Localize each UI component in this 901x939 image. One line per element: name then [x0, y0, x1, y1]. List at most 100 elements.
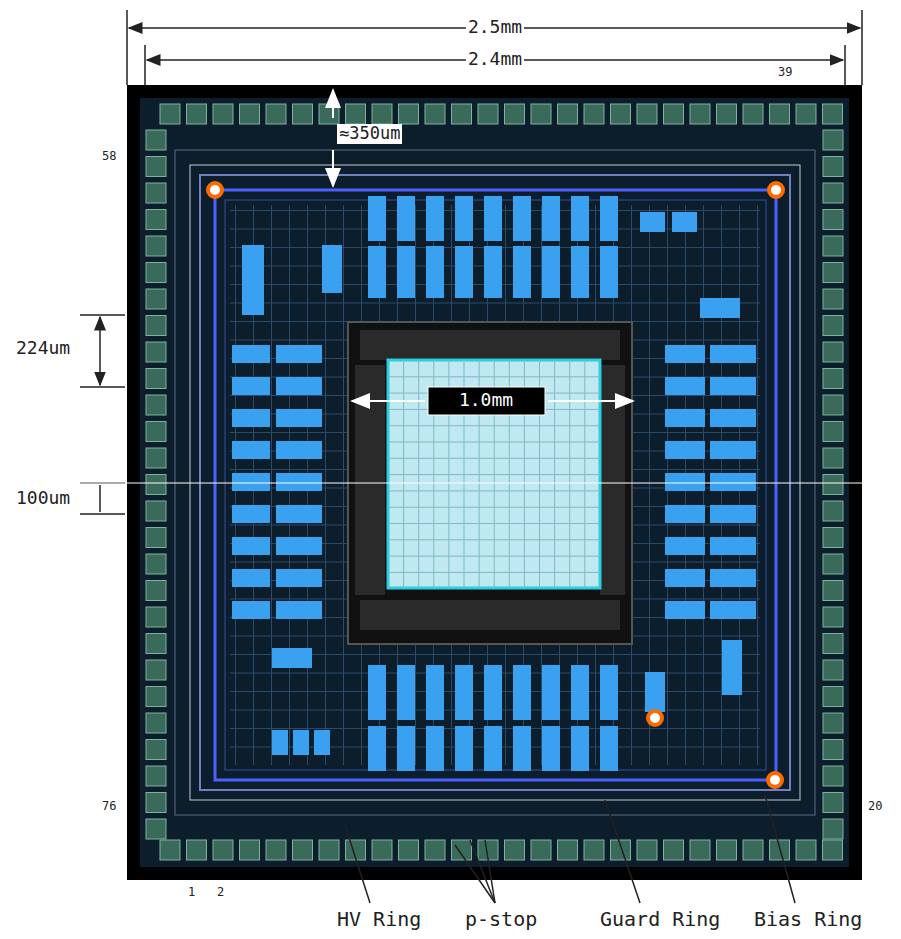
layout-shape	[232, 377, 270, 395]
layout-shape	[710, 473, 756, 491]
layout-shape	[571, 196, 589, 241]
layout-shape	[637, 104, 657, 124]
layout-shape	[513, 665, 531, 720]
layout-shape	[743, 840, 763, 860]
layout-shape	[770, 104, 790, 124]
layout-shape	[399, 104, 419, 124]
layout-shape	[665, 569, 705, 587]
layout-shape	[232, 441, 270, 459]
dimension-label: p-stop	[463, 908, 539, 931]
layout-shape	[823, 528, 843, 548]
layout-shape	[665, 505, 705, 523]
layout-shape	[637, 840, 657, 860]
layout-shape	[823, 289, 843, 309]
dimension-label: 100um	[14, 488, 72, 509]
layout-shape	[672, 212, 697, 232]
layout-shape	[542, 196, 560, 241]
layout-shape	[823, 316, 843, 336]
layout-shape	[230, 303, 760, 304]
layout-shape	[823, 819, 843, 839]
dimension-label: 2	[217, 886, 224, 900]
layout-shape	[823, 210, 843, 230]
dimension-label: 20	[868, 800, 882, 814]
layout-shape	[146, 713, 166, 733]
white-arrows	[0, 90, 901, 483]
dimension-label: 39	[778, 66, 792, 80]
layout-shape	[452, 104, 472, 124]
layout-shape	[225, 200, 766, 770]
layout-shape	[455, 196, 473, 241]
layout-shape	[146, 289, 166, 309]
layout-shape	[213, 840, 233, 860]
layout-shape	[232, 601, 270, 619]
layout-shape	[160, 104, 180, 124]
layout-shape	[160, 840, 180, 860]
layout-shape	[397, 196, 415, 241]
layout-shape	[146, 501, 166, 521]
layout-shape	[360, 600, 620, 630]
layout-shape	[397, 665, 415, 720]
layout-shape	[146, 819, 166, 839]
layout-shape	[266, 104, 286, 124]
layout-shape	[823, 263, 843, 283]
layout-shape	[584, 104, 604, 124]
layout-shape	[397, 246, 415, 298]
layout-shape	[823, 157, 843, 177]
layout-shape	[513, 726, 531, 771]
layout-shape	[293, 104, 313, 124]
layout-shape	[455, 246, 473, 298]
layout-shape	[368, 726, 386, 771]
layout-shape	[276, 441, 322, 459]
layout-shape	[640, 212, 665, 232]
layout-shape	[146, 369, 166, 389]
layout-shape	[542, 246, 560, 298]
layout-shape	[484, 196, 502, 241]
layout-shape	[584, 360, 585, 588]
layout-shape	[505, 104, 525, 124]
layout-shape	[600, 246, 618, 298]
layout-shape	[823, 475, 843, 495]
layout-shape	[531, 840, 551, 860]
dimension-label: 58	[102, 150, 116, 164]
layout-shape	[276, 377, 322, 395]
layout-shape	[146, 263, 166, 283]
layout-shape	[146, 342, 166, 362]
layout-shape	[242, 245, 264, 315]
layout-shape	[187, 104, 207, 124]
layout-shape	[743, 104, 763, 124]
layout-shape	[418, 360, 419, 588]
layout-shape	[571, 665, 589, 720]
layout-shape	[426, 665, 444, 720]
layout-shape	[584, 840, 604, 860]
layout-shape	[240, 840, 260, 860]
layout-shape	[665, 601, 705, 619]
layout-shape	[823, 448, 843, 468]
dimension-label: Guard Ring	[598, 908, 722, 931]
layout-shape	[388, 360, 600, 588]
layout-shape	[542, 726, 560, 771]
layout-shape	[664, 840, 684, 860]
layout-shape	[823, 236, 843, 256]
layout-shape	[397, 726, 415, 771]
layout-shape	[276, 473, 322, 491]
layout-shape	[823, 634, 843, 654]
layout-shape	[368, 196, 386, 241]
layout-shape	[505, 840, 525, 860]
dimension-label: 224um	[14, 338, 72, 359]
layout-shape	[146, 157, 166, 177]
layout-shape	[710, 601, 756, 619]
layout-shape	[346, 104, 366, 124]
layout-shape	[146, 607, 166, 627]
layout-shape	[232, 473, 270, 491]
layout-shape	[232, 409, 270, 427]
layout-shape	[187, 840, 207, 860]
layout-shape	[717, 840, 737, 860]
layout-shape	[823, 130, 843, 150]
layout-shape	[455, 726, 473, 771]
layout-shape	[146, 581, 166, 601]
layout-shape	[600, 726, 618, 771]
layout-shape	[368, 665, 386, 720]
layout-shape	[823, 840, 843, 860]
dimension-label: 1.0mm	[459, 390, 513, 411]
